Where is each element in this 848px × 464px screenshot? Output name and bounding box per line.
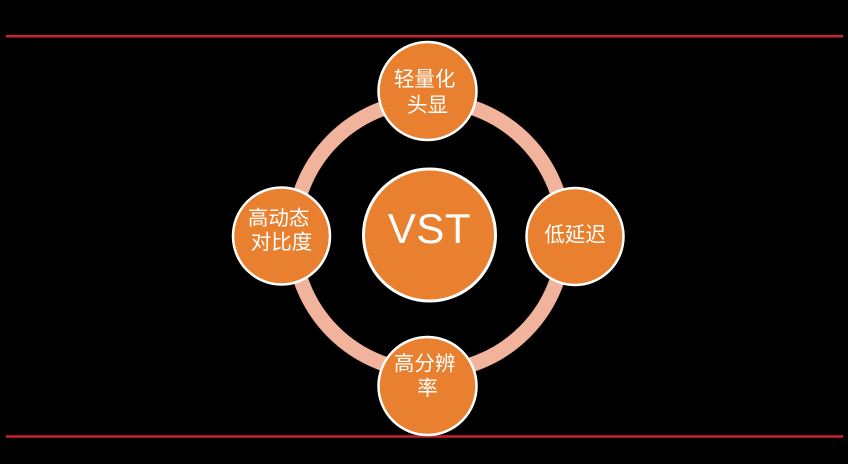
- node-top-circle: [377, 40, 478, 142]
- node-bottom-label: 高分辨 率: [394, 353, 461, 401]
- center-node-circle: [362, 167, 497, 303]
- node-left-circle: [231, 186, 332, 286]
- node-right-label: 低延迟: [544, 224, 606, 247]
- node-bottom-label-line2: 率: [417, 377, 438, 400]
- center-node-label: VST: [388, 205, 471, 252]
- node-top-label-line1: 轻量化: [394, 68, 456, 91]
- node-left-label-line2: 对比度: [251, 231, 313, 254]
- node-top-label: 轻量化 头显: [394, 68, 461, 117]
- node-bottom-circle: [377, 335, 478, 437]
- node-left-label-line1: 高动态: [248, 207, 310, 230]
- node-left-label: 高动态 对比度: [248, 207, 315, 254]
- node-right-circle: [525, 186, 625, 287]
- node-top-label-line2: 头显: [407, 94, 448, 117]
- node-bottom-label-line1: 高分辨: [394, 353, 456, 376]
